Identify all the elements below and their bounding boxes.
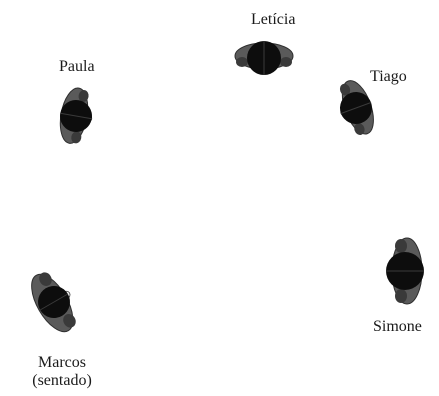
person-simone-top-view <box>376 234 434 308</box>
label-leticia: Letícia <box>251 11 295 29</box>
person-marcos-seated-top-view <box>20 266 88 338</box>
person-leticia-top-view <box>232 32 296 84</box>
person-tiago-top-view <box>323 77 389 139</box>
person-paula-top-view <box>45 85 107 147</box>
label-marcos: Marcos (sentado) <box>27 354 97 390</box>
label-marcos-name: Marcos <box>27 354 97 372</box>
label-simone: Simone <box>373 318 422 336</box>
label-paula: Paula <box>59 58 95 76</box>
label-tiago: Tiago <box>370 68 407 86</box>
label-marcos-note: (sentado) <box>27 372 97 390</box>
